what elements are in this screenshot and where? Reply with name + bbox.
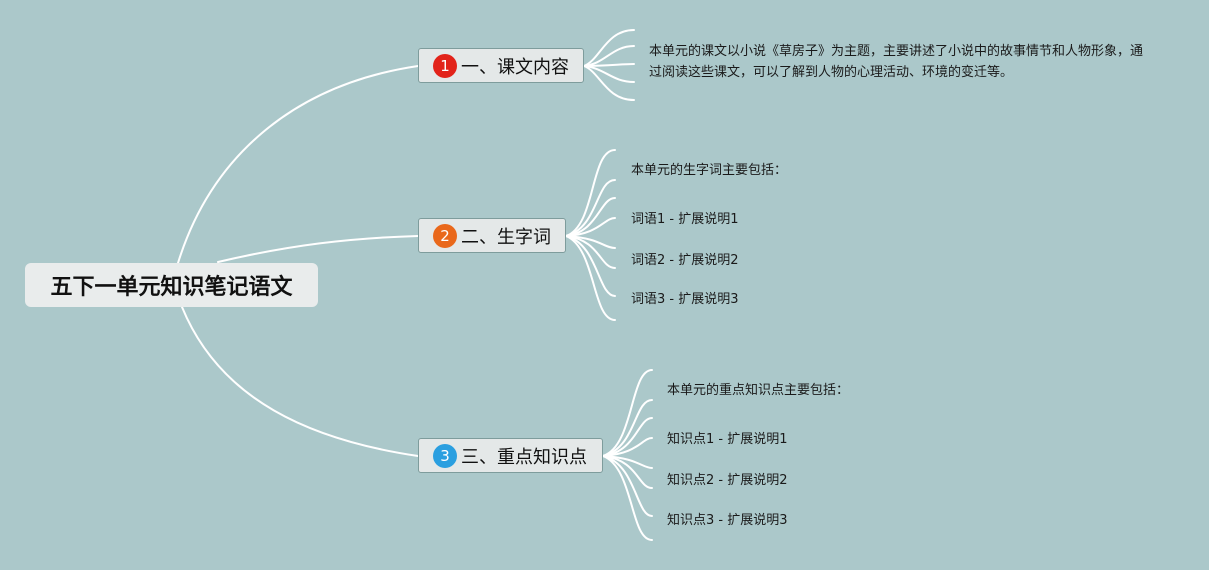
connector-root-topic-1 [177,65,419,264]
topic-label: 三、重点知识点 [461,446,587,468]
leaf-point-3: 知识点3 - 扩展说明3 [667,513,788,528]
number-badge-2: 2 [433,223,457,248]
connector-topic-2-fan [565,149,616,237]
leaf-words-intro: 本单元的生字词主要包括： [631,163,788,178]
topic-course-content[interactable]: 1 一、课文内容 [418,48,584,83]
topic-new-words[interactable]: 2 二、生字词 [418,218,566,253]
leaf-course-description: 本单元的课文以小说《草房子》为主题，主要讲述了小说中的故事情节和人物形象，通过阅… [649,44,1144,80]
connector-topic-3-fan [602,369,653,457]
connector-root-topic-3 [181,306,419,457]
connector-root-topic-2 [217,235,419,263]
connector-topic-1-fan [583,29,635,67]
number-badge-3: 3 [433,443,457,468]
number-badge-1: 1 [433,53,457,78]
topic-label: 二、生字词 [461,226,551,248]
leaf-point-1: 知识点1 - 扩展说明1 [667,432,788,447]
leaf-word-2: 词语2 - 扩展说明2 [631,253,739,268]
central-topic-label: 五下一单元知识笔记语文 [50,275,293,300]
topic-key-points[interactable]: 3 三、重点知识点 [418,438,603,473]
central-topic[interactable]: 五下一单元知识笔记语文 [25,263,318,307]
leaf-point-2: 知识点2 - 扩展说明2 [667,473,788,488]
leaf-word-3: 词语3 - 扩展说明3 [631,292,739,307]
topic-label: 一、课文内容 [461,56,569,78]
leaf-points-intro: 本单元的重点知识点主要包括： [667,383,850,398]
leaf-word-1: 词语1 - 扩展说明1 [631,212,739,227]
